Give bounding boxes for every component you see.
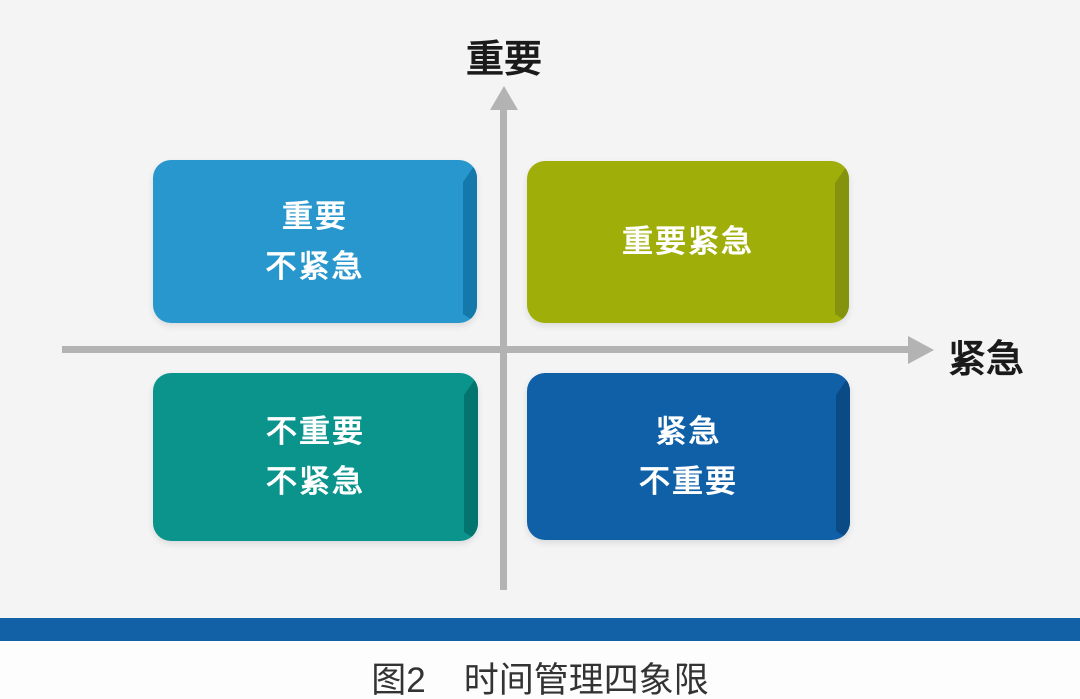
- card-3d-edge: [464, 373, 478, 541]
- x-axis-label: 紧急: [948, 339, 1025, 381]
- quadrant-label-line: 不紧急: [266, 464, 365, 499]
- quadrant-chart: 重要 紧急 重要 不紧急 重要紧急 不重要 不紧急: [62, 39, 1025, 590]
- quadrant-card-important-not-urgent: 重要 不紧急: [153, 160, 477, 323]
- quadrant-label-line: 不重要: [639, 463, 738, 499]
- horizontal-axis-line: [62, 346, 910, 353]
- right-arrow-icon: [908, 336, 934, 364]
- figure-caption: 图2 时间管理四象限: [0, 652, 1080, 699]
- quadrant-label: 重要 不紧急: [266, 192, 365, 291]
- card-3d-edge: [463, 160, 477, 323]
- quadrant-label: 重要紧急: [622, 217, 754, 267]
- quadrant-label-line: 紧急: [655, 413, 722, 449]
- quadrant-card-urgent-not-important: 紧急 不重要: [527, 373, 850, 540]
- quadrant-card-not-important-not-urgent: 不重要 不紧急: [153, 373, 478, 541]
- quadrant-label-line: 重要紧急: [622, 224, 754, 260]
- quadrant-label-line: 不重要: [266, 414, 365, 450]
- card-3d-edge: [835, 161, 849, 323]
- y-axis-label: 重要: [466, 39, 543, 81]
- figure-caption-number: 图2: [371, 661, 426, 699]
- quadrant-label-line: 不紧急: [265, 248, 365, 284]
- card-3d-edge: [836, 373, 850, 540]
- figure-caption-title: 时间管理四象限: [463, 661, 709, 699]
- quadrant-label: 不重要 不紧急: [266, 407, 365, 506]
- quadrant-card-important-urgent: 重要紧急: [527, 161, 849, 323]
- quadrant-label: 紧急 不重要: [639, 407, 738, 506]
- divider-bar: [0, 618, 1080, 641]
- quadrant-label-line: 重要: [282, 198, 348, 234]
